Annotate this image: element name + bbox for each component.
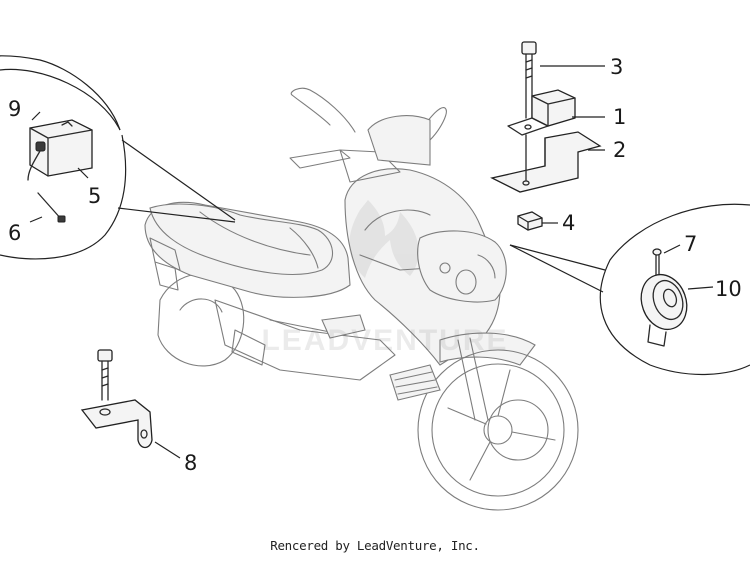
callout-10: 10 (715, 277, 742, 301)
battery-part (27, 119, 93, 181)
leader-lines (29, 65, 714, 459)
callout-labels: 1 2 3 4 5 6 7 8 9 10 (8, 55, 742, 475)
battery-cable-part (37, 192, 66, 223)
scooter-outline (144, 87, 579, 511)
callout-9: 9 (8, 97, 21, 121)
callout-4: 4 (562, 211, 575, 235)
screw-part (652, 248, 662, 276)
callout-7: 7 (684, 232, 697, 256)
callout-6: 6 (8, 221, 21, 245)
nut-part (517, 211, 543, 231)
callout-8: 8 (184, 451, 197, 475)
bolt-bracket-part-8 (80, 349, 153, 449)
battery-detail-bubble (0, 55, 236, 260)
horn-detail-bubble (509, 203, 750, 376)
callout-5: 5 (88, 184, 101, 208)
horn-part (640, 273, 688, 347)
callout-1: 1 (613, 105, 626, 129)
callout-3: 3 (610, 55, 623, 79)
render-credit: Rencered by LeadVenture, Inc. (270, 538, 480, 553)
callout-2: 2 (613, 138, 626, 162)
bracket-part-2 (490, 131, 602, 193)
relay-part (507, 89, 576, 136)
